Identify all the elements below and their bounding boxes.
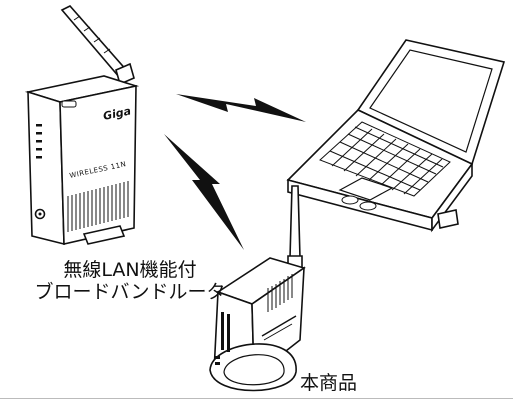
router-side — [27, 90, 65, 246]
product-logo — [261, 315, 297, 337]
product-caption: 本商品 — [300, 372, 358, 394]
laptop-touchpad-button-right — [359, 201, 377, 211]
router-brand-logo: Giga — [102, 104, 132, 123]
product-antenna — [289, 185, 301, 259]
wireless-broadband-router: Giga WIRELESS 11N — [24, 5, 140, 246]
laptop-computer — [286, 39, 506, 233]
laptop-screen — [369, 49, 493, 153]
product-led-indicators — [215, 312, 230, 365]
laptop-keyboard — [319, 121, 451, 197]
router-caption-line2: ブロードバンドルータ — [34, 281, 226, 303]
laptop-touchpad-button-left — [341, 195, 359, 205]
router-front — [59, 85, 137, 245]
router-stand — [82, 225, 126, 245]
laptop-touchpad — [338, 177, 394, 201]
product-vents — [267, 274, 293, 312]
router-caption: 無線LAN機能付 ブロードバンドルータ — [10, 259, 250, 303]
router-caption-line1: 無線LAN機能付 — [63, 259, 197, 281]
laptop-wireless-card — [437, 209, 459, 229]
router-badge — [61, 100, 77, 108]
router-antenna — [60, 5, 135, 86]
wireless-signal-bolt-router-to-product — [164, 134, 244, 250]
bottom-divider — [0, 398, 513, 399]
router-led-indicators — [36, 124, 42, 159]
product-access-point — [209, 185, 306, 392]
wireless-signal-bolt-router-to-laptop — [176, 94, 306, 122]
router-vents — [67, 181, 129, 232]
